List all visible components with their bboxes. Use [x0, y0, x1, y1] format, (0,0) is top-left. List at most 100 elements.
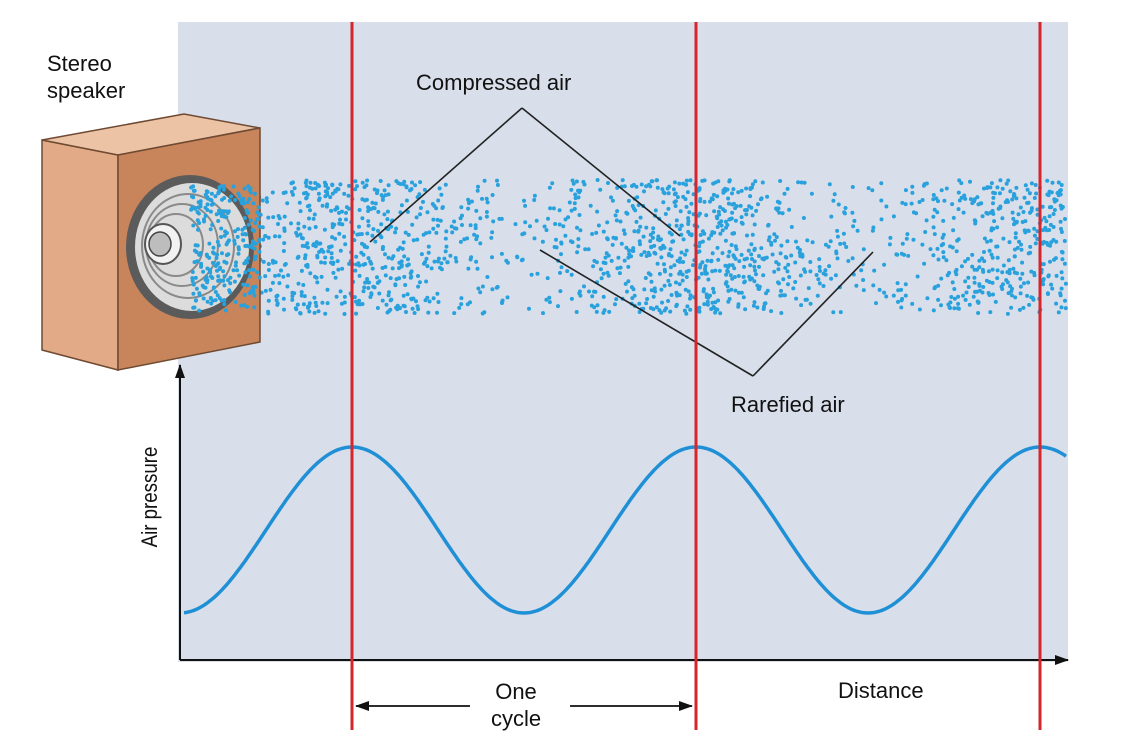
air-particle: [828, 239, 833, 244]
air-particle: [609, 195, 613, 200]
air-particle: [448, 253, 453, 258]
air-particle: [250, 242, 255, 247]
air-particle: [931, 253, 936, 258]
air-particle: [569, 272, 574, 277]
air-particle: [217, 208, 221, 213]
air-particle: [843, 206, 848, 210]
air-particle: [757, 264, 761, 269]
air-particle: [990, 255, 995, 260]
air-particle: [603, 255, 608, 260]
air-particle: [823, 272, 828, 277]
air-particle: [235, 234, 240, 239]
air-particle: [668, 272, 673, 277]
air-particle: [333, 207, 338, 212]
air-particle: [1060, 257, 1065, 262]
air-particle: [275, 301, 280, 306]
air-particle: [700, 229, 705, 234]
air-particle: [357, 273, 362, 278]
air-particle: [307, 301, 312, 306]
cycle-markers: [350, 22, 1042, 730]
air-particle: [941, 242, 946, 246]
air-particle: [679, 232, 684, 237]
air-particle: [307, 216, 311, 221]
air-particle: [242, 292, 247, 297]
air-particle: [773, 238, 777, 243]
air-particle: [482, 310, 487, 315]
air-particle: [829, 276, 834, 281]
air-particle: [412, 311, 417, 315]
air-particle: [541, 311, 545, 316]
air-particle: [242, 216, 247, 220]
air-particle: [304, 190, 308, 195]
air-particle: [657, 271, 662, 276]
air-particle: [1031, 297, 1036, 302]
air-particle: [753, 268, 757, 273]
speaker-label-line2: speaker: [47, 78, 125, 103]
air-particle: [702, 302, 707, 307]
air-particle: [394, 305, 399, 310]
air-particle: [336, 267, 341, 272]
air-particle: [421, 199, 425, 204]
air-particle: [569, 208, 574, 213]
air-particle: [365, 277, 370, 281]
air-particle: [370, 233, 375, 238]
air-particle: [273, 273, 278, 278]
air-particle: [330, 191, 335, 196]
air-particle: [378, 179, 383, 183]
air-particle: [313, 186, 318, 191]
air-particle: [434, 206, 439, 211]
air-particle: [900, 241, 905, 246]
air-particle: [416, 284, 421, 289]
air-particle: [973, 289, 977, 294]
air-particle: [452, 311, 457, 316]
air-particle: [674, 280, 678, 285]
air-particle: [383, 193, 388, 198]
air-particle: [466, 266, 471, 271]
air-particle: [770, 252, 775, 257]
air-particle: [956, 294, 961, 299]
air-particle: [752, 300, 757, 305]
air-particle: [970, 201, 975, 206]
cycle-label-line2: cycle: [491, 706, 541, 731]
air-particle: [271, 215, 276, 220]
air-particle: [571, 181, 576, 186]
air-particle: [787, 275, 792, 279]
air-particle: [221, 269, 226, 274]
air-particle: [453, 256, 458, 260]
air-particle: [1017, 239, 1021, 244]
air-particle: [624, 245, 629, 250]
air-particle: [231, 184, 236, 189]
air-particle: [437, 186, 442, 191]
air-particle: [716, 179, 721, 184]
air-particle: [738, 203, 743, 208]
air-particle: [700, 178, 705, 183]
air-particle: [1050, 180, 1055, 185]
air-particle: [216, 261, 221, 266]
air-particle: [713, 306, 717, 311]
air-particle: [1020, 260, 1025, 265]
air-particle: [1045, 192, 1050, 197]
air-particle: [226, 209, 231, 214]
air-particle: [793, 260, 798, 265]
air-particle: [591, 264, 596, 269]
air-particle: [740, 221, 745, 226]
air-particle: [445, 260, 450, 265]
rarefied-air-pointers: [539, 249, 874, 377]
air-particle: [995, 276, 1000, 281]
air-particle: [443, 249, 448, 254]
air-particle: [742, 279, 747, 284]
air-particle: [966, 275, 971, 280]
air-particle: [928, 247, 933, 252]
air-particle: [951, 228, 956, 233]
air-particle: [532, 236, 537, 241]
air-particle: [769, 240, 774, 245]
air-particle: [842, 210, 847, 215]
air-particle: [726, 196, 731, 201]
air-particle: [436, 223, 440, 228]
air-particle: [1009, 305, 1014, 310]
air-particle: [454, 259, 459, 264]
air-particle: [353, 187, 358, 192]
air-particle: [1010, 197, 1015, 202]
air-particle: [817, 281, 822, 286]
air-particle: [667, 283, 672, 287]
